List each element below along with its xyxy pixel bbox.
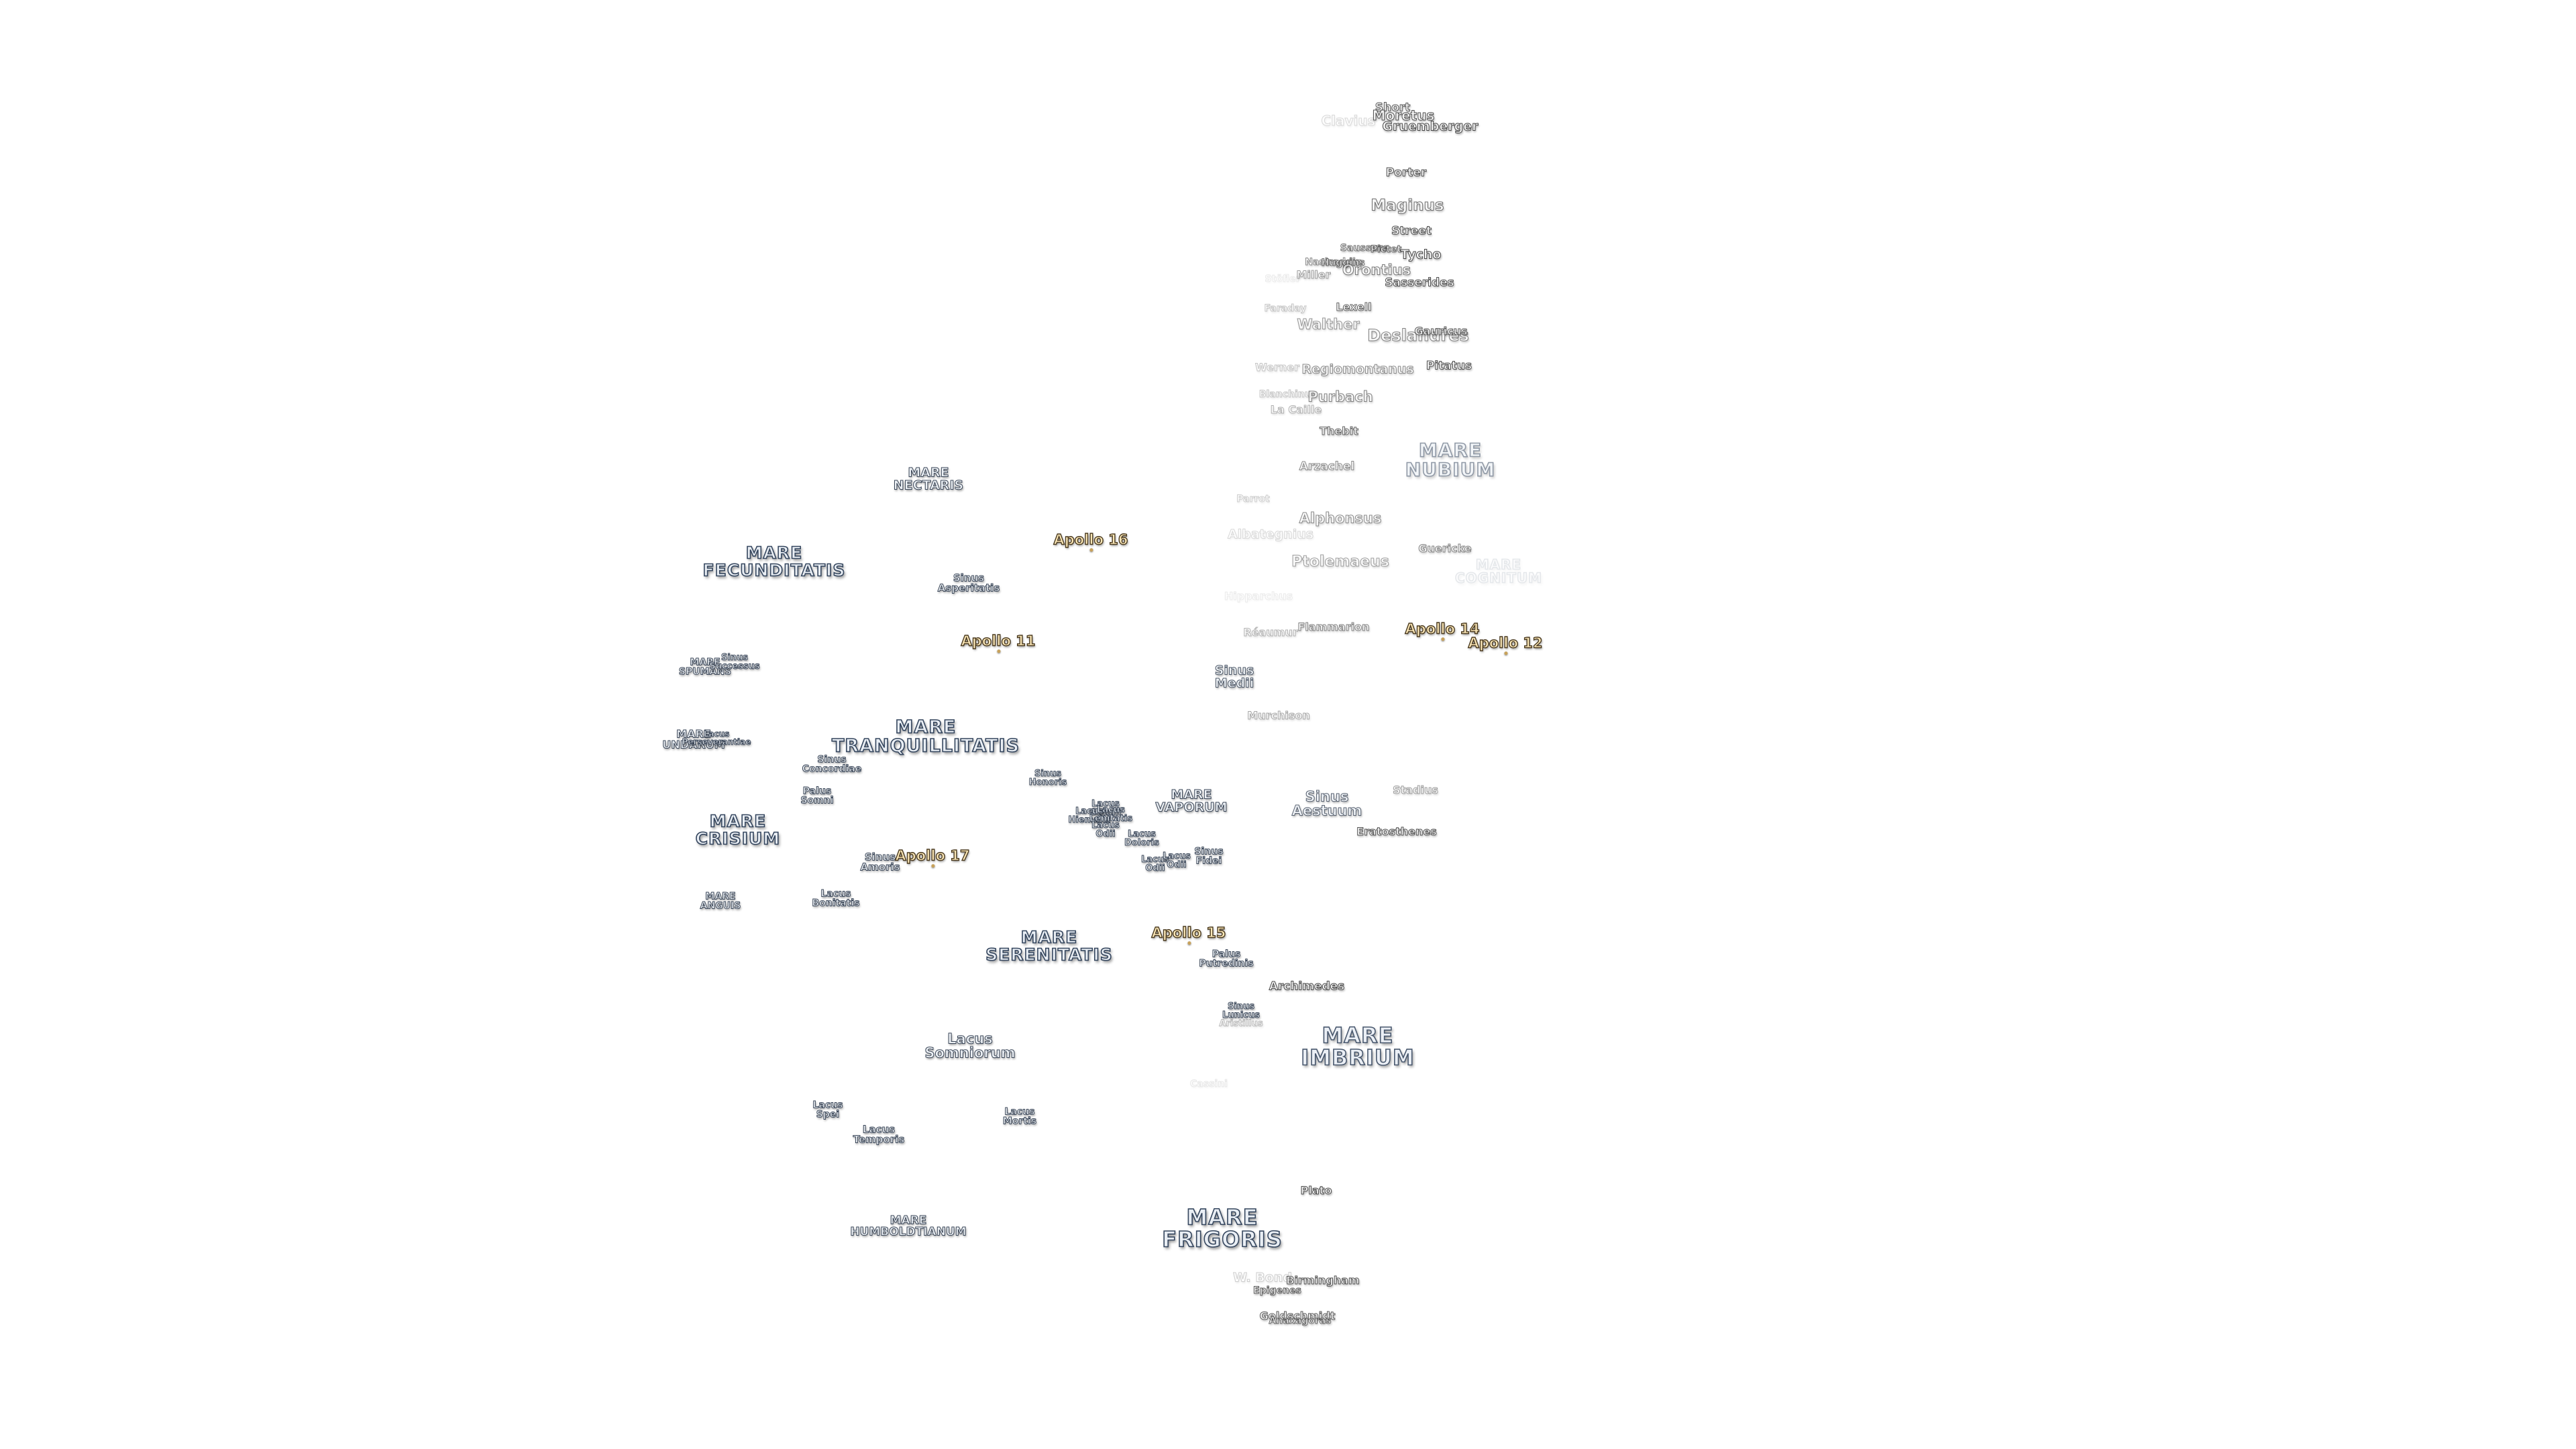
mare-label-mare-cognitum: MARE COGNITUM [1454,556,1543,586]
crater-label-archimedes: Archimedes [1269,979,1345,994]
crater-label-maginus: Maginus [1371,197,1444,215]
crater-label-porter: Porter [1385,166,1427,180]
crater-label-blanchinus: Blanchinus [1258,388,1318,400]
feature-label-sinus-asperitatis: Sinus Asperitatis [937,572,1000,594]
mare-label-mare-frigoris: MARE FRIGORIS [1161,1204,1283,1252]
feature-label-lacus-perseverantiae: Lacus Perseverantiae [682,729,751,747]
crater-label-epigenes: Epigenes [1253,1285,1302,1296]
feature-label-mare-nectaris: MARE NECTARIS [893,465,964,493]
feature-label-mare-anguis: MARE ANGUIS [700,891,741,912]
crater-label-thebit: Thebit [1320,424,1359,437]
feature-label-sinus-successus: Sinus Successus [709,652,760,672]
crater-label-cassini: Cassini [1190,1078,1228,1089]
crater-label-tycho: Tycho [1400,247,1442,262]
feature-label-mare-undarum: MARE UNDARUM [662,727,725,751]
feature-label-lacus-temporis: Lacus Temporis [853,1123,905,1146]
crater-label-walther: Walther [1297,316,1360,333]
crater-label-pictet: Pictet [1370,244,1402,255]
crater-label-r-aumur: Réaumur [1243,625,1298,639]
feature-label-lacus-spei: Lacus Spei [812,1099,843,1120]
crater-label-w-bond: W. Bond [1233,1270,1293,1285]
crater-label-birmingham: Birmingham [1286,1273,1360,1287]
apollo-site-label-apollo-16[interactable]: Apollo 16 [1053,531,1128,553]
apollo-site-label-apollo-17[interactable]: Apollo 17 [895,847,970,869]
crater-label-orontius: Orontius [1342,262,1411,278]
mare-label-mare-fecunditatis: MARE FECUNDITATIS [702,543,846,580]
crater-label-huggins: Huggins [1321,257,1365,268]
feature-label-lacus-somniorum: Lacus Somniorum [924,1030,1016,1061]
crater-label-purbach: Purbach [1307,388,1373,405]
feature-label-lacus-bonitatis: Lacus Bonitatis [812,888,860,909]
mare-label-mare-nubium: MARE NUBIUM [1405,439,1496,480]
crater-label-plato: Plato [1300,1183,1332,1197]
feature-label-mare-vaporum: MARE VAPORUM [1155,787,1228,815]
crater-label-goldschmidt: Goldschmidt [1259,1309,1336,1322]
crater-label-clavius: Clavius [1321,112,1376,129]
crater-label-moretus: Moretus [1372,107,1435,123]
apollo-site-label-apollo-12[interactable]: Apollo 12 [1468,635,1543,656]
crater-label-albategnius: Albategnius [1227,527,1314,542]
apollo-site-label-apollo-11[interactable]: Apollo 11 [961,633,1036,654]
feature-label-palus-putredinis: Palus Putredinis [1199,949,1254,969]
crater-label-nasireddin: Nasireddin [1305,256,1363,268]
feature-label-sinus-aestuum: Sinus Aestuum [1291,788,1362,819]
feature-label-lacus-gaudii: Lacus Gaudii [1089,798,1122,818]
crater-label-deslandres: Deslandres [1367,325,1470,345]
crater-label-regiomontanus: Regiomontanus [1301,362,1414,377]
apollo-site-label-apollo-15[interactable]: Apollo 15 [1151,924,1226,946]
crater-label-eratosthenes: Eratosthenes [1356,824,1437,838]
crater-label-short: Short [1375,101,1411,115]
crater-label-pitatus: Pitatus [1426,359,1472,373]
feature-label-sinus-medii: Sinus Medii [1214,663,1254,691]
crater-label-gauricus: Gauricus [1414,324,1468,337]
feature-label-mare-humboldtianum: MARE HUMBOLDTIANUM [850,1214,967,1239]
feature-label-sinus-concordiae: Sinus Concordiae [802,754,862,775]
crater-label-hipparchus: Hipparchus [1224,589,1293,602]
feature-label-lacus-hiemalis: Lacus Hiemalis [1068,806,1111,825]
feature-label-sinus-fidei: Sinus Fidei [1194,846,1224,867]
mare-label-mare-crisium: MARE CRISIUM [695,811,781,848]
apollo-site-label-apollo-14[interactable]: Apollo 14 [1405,621,1480,642]
crater-label-guericke: Guericke [1418,541,1472,555]
crater-label-st-fler: Stöfler [1265,273,1301,284]
feature-label-sinus-amoris: Sinus Amoris [860,851,900,873]
feature-label-lacus-mortis: Lacus Mortis [1002,1106,1037,1127]
crater-label-aristillus: Aristillus [1219,1018,1263,1029]
mare-label-mare-imbrium: MARE IMBRIUM [1300,1022,1415,1070]
mare-label-mare-serenitatis: MARE SERENITATIS [985,927,1113,964]
crater-label-anaxagoras: Anaxagoras [1269,1315,1332,1326]
crater-label-miller: Miller [1296,268,1331,281]
crater-label-ptolemaeus: Ptolemaeus [1291,553,1390,570]
crater-label-arzachel: Arzachel [1299,460,1355,474]
crater-label-sasserides: Sasserides [1385,276,1455,290]
crater-label-stadius: Stadius [1393,783,1439,796]
crater-label-alphonsus: Alphonsus [1299,510,1382,527]
crater-label-parrot: Parrot [1236,493,1270,504]
feature-label-mare-spumans: MARE SPUMANS [678,657,732,678]
crater-label-faraday: Faraday [1264,303,1307,314]
feature-label-lacus-lenitatis: Lacus Lenitatis [1089,804,1133,824]
feature-label-sinus-honoris: Sinus Honoris [1028,768,1067,788]
feature-label-lacus-odii: Lacus Odii [1163,851,1191,870]
crater-label-lexell: Lexell [1336,300,1372,313]
crater-label-murchison: Murchison [1247,708,1310,722]
crater-label-gruemberger: Gruemberger [1382,119,1479,134]
crater-label-la-caille: La Caille [1270,402,1322,416]
feature-label-palus-somni: Palus Somni [800,786,834,806]
crater-label-saussure: Saussure [1340,242,1389,254]
crater-label-flammarion: Flammarion [1297,620,1370,633]
feature-label-lacus-odii: Lacus Odii [1091,820,1120,839]
feature-label-lacus-odii: Lacus Odii [1141,854,1170,873]
feature-label-sinus-lunicus: Sinus Lunicus [1222,1001,1260,1020]
feature-label-lacus-doloris: Lacus Doloris [1124,828,1160,848]
crater-label-werner: Werner [1255,360,1300,374]
crater-label-street: Street [1391,224,1432,238]
mare-label-mare-tranquillitatis: MARE TRANQUILLITATIS [831,716,1020,756]
